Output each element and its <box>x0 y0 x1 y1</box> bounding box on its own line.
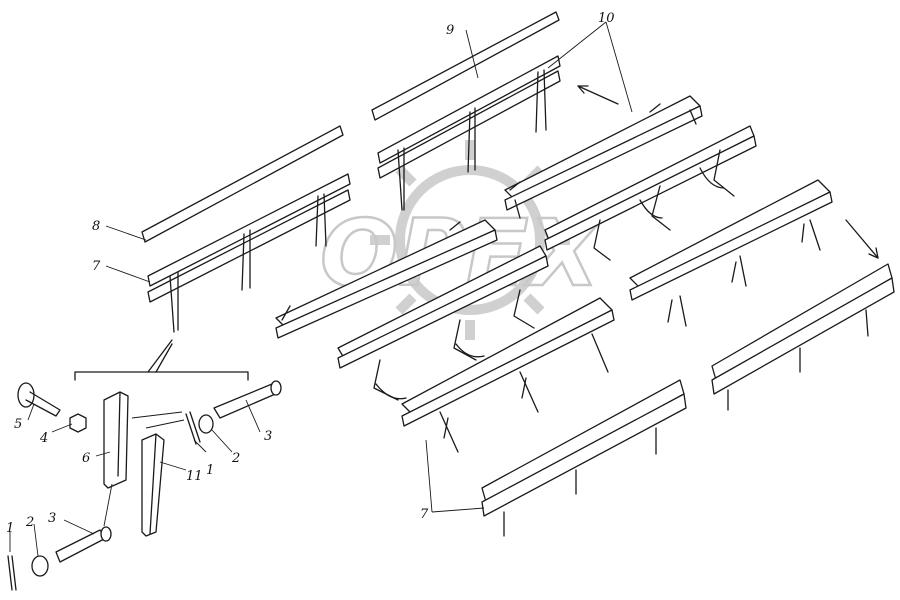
part-2-washer-lower <box>31 555 49 577</box>
label-3-lower: 3 <box>48 511 56 526</box>
label-6: 6 <box>82 451 90 466</box>
label-11: 11 <box>186 469 203 484</box>
part-11-leg <box>141 433 165 537</box>
top-backrest-assembly <box>377 55 561 211</box>
center-bench-4 <box>337 245 549 401</box>
right-backrest <box>711 263 895 411</box>
part-2-washer-upper <box>198 414 214 434</box>
label-5: 5 <box>14 417 22 432</box>
center-bench-1 <box>504 95 703 219</box>
left-backrest-assembly <box>147 173 351 333</box>
part-4-nut <box>69 413 87 433</box>
label-1-lower: 1 <box>6 521 14 536</box>
part-8-rail <box>141 125 344 243</box>
label-2-upper: 2 <box>231 451 240 466</box>
right-bench-upper <box>629 179 833 327</box>
part-1-pin-upper <box>185 411 201 445</box>
part-3-axle-lower <box>55 526 112 563</box>
label-10: 10 <box>598 11 615 26</box>
center-bench-3 <box>275 219 498 339</box>
label-8: 8 <box>92 219 100 234</box>
label-7-upper: 7 <box>92 259 101 274</box>
part-9-rail <box>371 11 560 121</box>
center-bench-2 <box>544 125 757 261</box>
part-3-axle-upper <box>213 380 282 419</box>
leader-lines <box>9 21 633 557</box>
label-2-lower: 2 <box>25 515 34 530</box>
direction-arrow-upper <box>577 85 619 105</box>
direction-arrow-right <box>845 219 879 259</box>
label-4: 4 <box>39 431 48 446</box>
label-9: 9 <box>446 23 454 38</box>
part-1-pin-lower <box>7 555 17 591</box>
label-7-lower: 7 <box>420 507 429 522</box>
part-5-bolt <box>17 382 61 417</box>
label-1-upper: 1 <box>206 463 214 478</box>
lower-bench <box>401 297 615 453</box>
bracket-group-bracket-line <box>74 339 249 381</box>
lower-backrest <box>481 379 687 537</box>
label-3-upper: 3 <box>264 429 272 444</box>
part-6-channel <box>103 391 129 489</box>
